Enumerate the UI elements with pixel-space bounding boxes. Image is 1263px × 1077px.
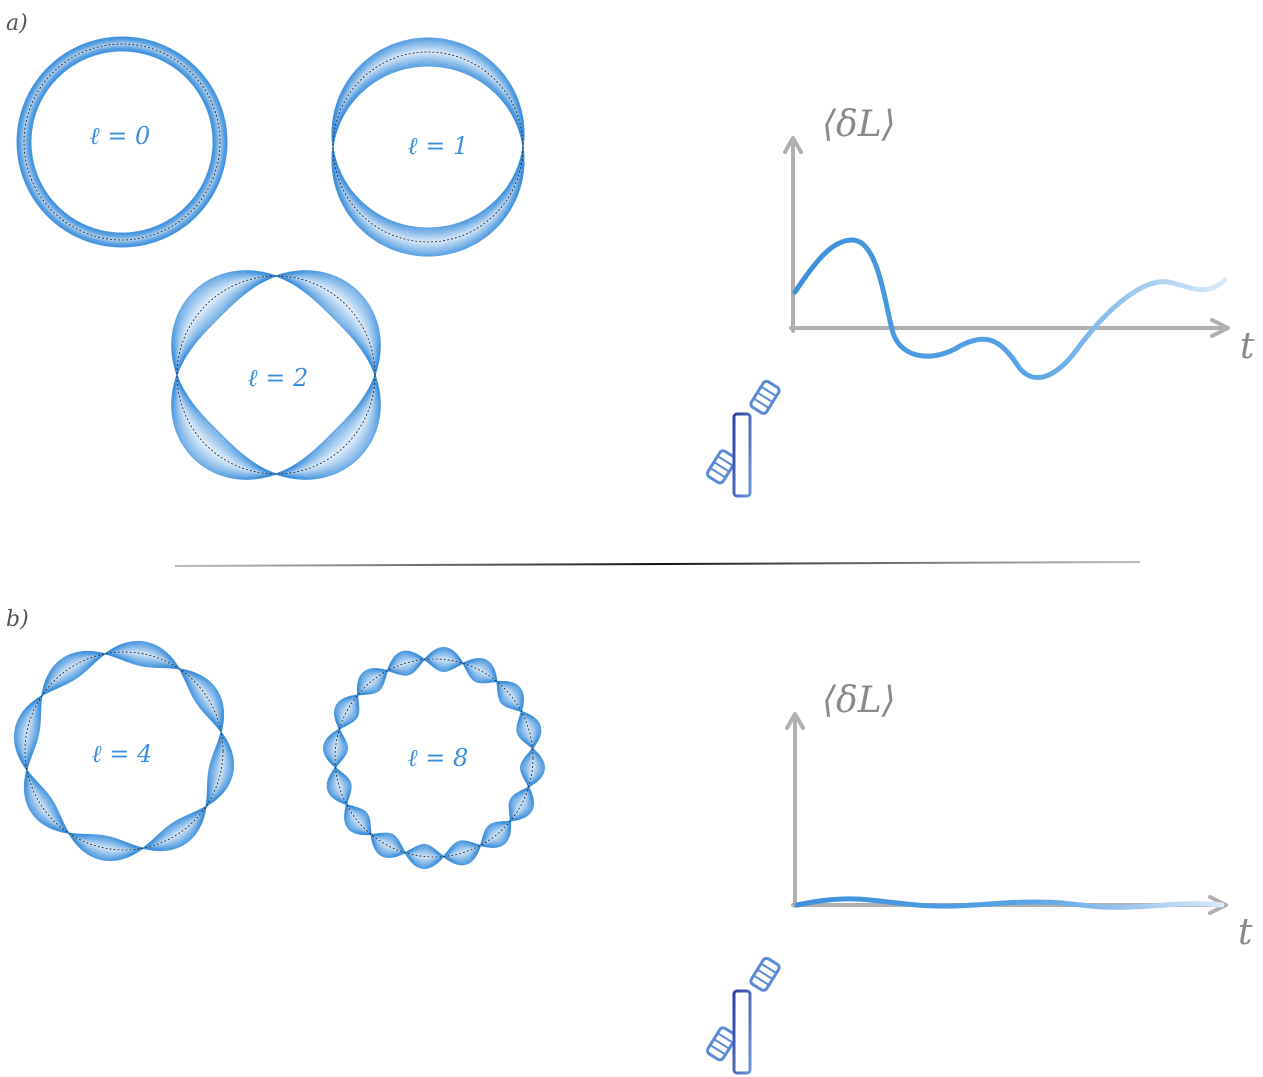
mode-label-l4: ℓ = 4 [92,740,153,768]
plot-b: ⟨δL⟩ t [787,680,1253,953]
mode-label-l1: ℓ = 1 [408,132,469,160]
plot-a: ⟨δL⟩ t [785,104,1255,378]
panel-b-label: b) [6,607,29,632]
panel-a-label: a) [6,11,28,36]
plot-a-signal-curve [795,240,1225,378]
section-divider [175,562,1140,566]
plot-a-xlabel: t [1240,326,1255,367]
mode-label-l8: ℓ = 8 [408,744,469,772]
mode-label-l0: ℓ = 0 [90,122,151,150]
plot-a-ylabel: ⟨δL⟩ [822,104,896,145]
satellite-icon [697,952,806,1077]
plot-b-ylabel: ⟨δL⟩ [822,680,896,721]
satellite-icon [697,375,806,503]
plot-b-xlabel: t [1238,912,1253,953]
mode-label-l2: ℓ = 2 [248,364,309,392]
